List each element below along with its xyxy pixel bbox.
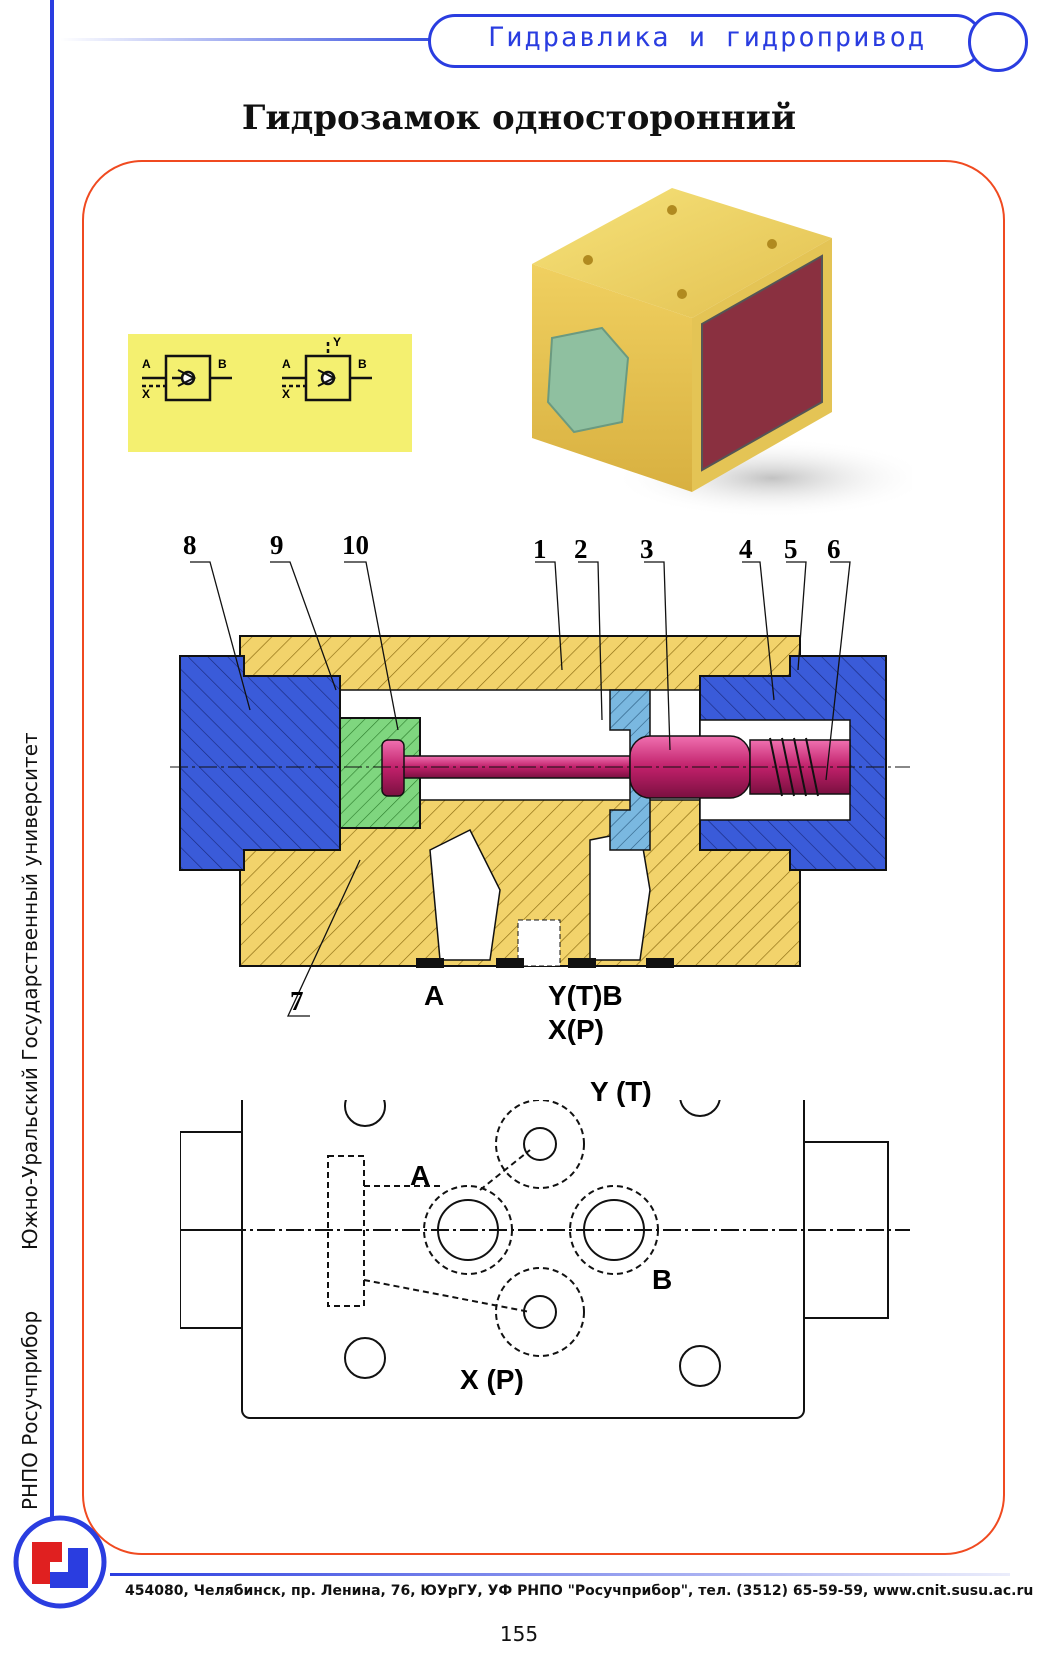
plan-label-yt: Y (T) [590, 1076, 652, 1107]
symbol-simple-x: X [142, 387, 150, 401]
header-rule [60, 38, 430, 41]
plan-bolt-hole-4 [679, 1345, 721, 1387]
university-label: Южно-Уральский Государственный университ… [18, 732, 42, 1250]
channel-x [517, 919, 561, 967]
header-title: Гидравлика и гидропривод [488, 22, 927, 53]
callout-1: 1 [533, 534, 547, 564]
callout-5: 5 [784, 534, 798, 564]
plan-port-y [495, 1100, 585, 1189]
symbol-drain [282, 342, 372, 402]
footer-rule [110, 1573, 1010, 1576]
callout-3: 3 [640, 534, 654, 564]
symbol-simple [142, 354, 232, 402]
plan-label-b: B [652, 1264, 673, 1295]
plan-bolt-hole-1 [344, 1100, 386, 1127]
section-drawing [170, 561, 910, 1017]
plan-bolt-hole-2 [679, 1100, 721, 1117]
footer-address: 454080, Челябинск, пр. Ленина, 76, ЮУрГУ… [125, 1583, 1034, 1599]
left-plug [179, 655, 341, 871]
section-port-ytb: Y(T)B [548, 980, 623, 1011]
photo-hex-plug [546, 326, 630, 434]
photo-top-face [532, 188, 832, 318]
hydraulic-symbols: A B X A B X Y [128, 334, 412, 452]
header-circle-ornament [968, 12, 1028, 72]
plan-port-a [423, 1185, 513, 1275]
callout-10: 10 [342, 530, 369, 560]
poppet-head [381, 739, 405, 797]
sidebar-rule [50, 0, 54, 1580]
product-photo [532, 188, 912, 518]
plan-drawing [180, 1100, 910, 1419]
symbol-drain-y: Y [333, 335, 341, 349]
plan-port-b [569, 1185, 659, 1275]
plan-label-a: A [410, 1160, 431, 1191]
page-title: Гидрозамок односторонний [241, 98, 797, 138]
page-number: 155 [499, 1622, 539, 1646]
plan-seat-hidden [327, 1155, 365, 1307]
publisher-logo [13, 1515, 107, 1609]
symbol-simple-b: B [218, 357, 227, 371]
callout-4: 4 [739, 534, 753, 564]
photo-nameplate [701, 254, 823, 472]
callout-2: 2 [574, 534, 588, 564]
callout-6: 6 [827, 534, 841, 564]
symbol-drain-x: X [282, 387, 290, 401]
symbol-drain-b: B [358, 357, 367, 371]
publisher-label: РНПО Росучприбор [18, 1310, 42, 1510]
plan-bolt-hole-3 [344, 1337, 386, 1379]
callout-9: 9 [270, 530, 284, 560]
section-port-xp: X(P) [548, 1014, 604, 1045]
section-port-a: A [424, 980, 445, 1011]
plan-port-x [495, 1267, 585, 1357]
symbol-drain-a: A [282, 357, 291, 371]
content-frame [82, 160, 1005, 1555]
callout-7: 7 [290, 986, 304, 1016]
symbol-simple-a: A [142, 357, 151, 371]
callout-8: 8 [183, 530, 197, 560]
plan-label-xp: X (P) [460, 1364, 524, 1395]
channel-a [429, 828, 501, 961]
header-tab [428, 14, 983, 68]
